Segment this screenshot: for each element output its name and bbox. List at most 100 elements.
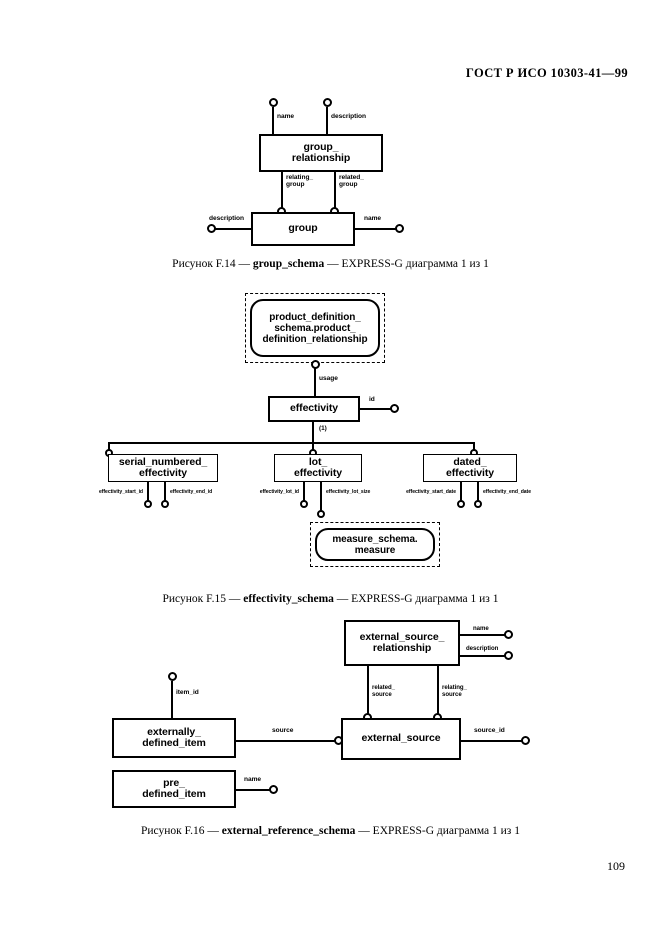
entity-dated-effectivity: dated_ effectivity bbox=[423, 454, 517, 482]
schema-reference-product-definition: product_definition_ schema.product_ defi… bbox=[245, 293, 385, 363]
edge-relating-source bbox=[437, 666, 440, 718]
entity-external-source: external_source bbox=[341, 718, 461, 760]
caption-suffix-f14: — EXPRESS-G диаграмма 1 из 1 bbox=[324, 258, 489, 270]
entity-label-lot-effectivity: lot_ effectivity bbox=[294, 455, 342, 479]
entity-lot-effectivity: lot_ effectivity bbox=[274, 454, 362, 482]
attribute-terminator-name bbox=[269, 98, 278, 107]
edge-effectivity-start-id bbox=[147, 482, 149, 502]
edge-source-id bbox=[459, 740, 525, 743]
attribute-label-source-id: source_id bbox=[474, 727, 505, 734]
caption-suffix-f16: — EXPRESS-G диаграмма 1 из 1 bbox=[355, 825, 520, 837]
caption-prefix-f14: Рисунок F.14 — bbox=[172, 258, 253, 270]
schema-reference-label-measure: measure_schema. measure bbox=[315, 528, 435, 561]
attribute-terminator-effectivity-end-id bbox=[161, 500, 169, 508]
entity-pre-defined-item: pre_ defined_item bbox=[112, 770, 236, 808]
attribute-label-usage: usage bbox=[319, 375, 338, 382]
edge-usage bbox=[314, 368, 317, 396]
attribute-terminator-group-name bbox=[395, 224, 404, 233]
attribute-label-item-id: item_id bbox=[176, 689, 199, 696]
entity-serial-numbered-effectivity: serial_numbered_ effectivity bbox=[108, 454, 218, 482]
subtype-count-label: (1) bbox=[319, 425, 327, 432]
attribute-terminator-lot-measure bbox=[317, 510, 325, 518]
edge-lot-measure bbox=[320, 500, 322, 512]
entity-effectivity: effectivity bbox=[268, 396, 360, 422]
edge-effectivity-end-date bbox=[477, 482, 479, 502]
edge-group-name bbox=[353, 228, 397, 231]
figure-f15-diagram: product_definition_ schema.product_ defi… bbox=[98, 293, 531, 567]
edge-relating-group bbox=[281, 172, 284, 211]
attribute-terminator-item-id bbox=[168, 672, 177, 681]
document-header: ГОСТ Р ИСО 10303-41—99 bbox=[465, 66, 628, 80]
page-number: 109 bbox=[607, 859, 625, 873]
edge-effectivity-id bbox=[358, 408, 392, 411]
figure-caption-f15: Рисунок F.15 — effectivity_schema — EXPR… bbox=[0, 593, 661, 605]
schema-reference-label-product-definition: product_definition_ schema.product_ defi… bbox=[250, 299, 380, 357]
entity-label-external-source-relationship: external_source_ relationship bbox=[359, 630, 445, 654]
caption-schema-f15: effectivity_schema bbox=[243, 593, 334, 605]
attribute-label-related-group: related_ group bbox=[339, 174, 364, 189]
caption-suffix-f15: — EXPRESS-G диаграмма 1 из 1 bbox=[333, 593, 499, 605]
attribute-label-group-description: description bbox=[209, 215, 244, 222]
caption-schema-f14: group_schema bbox=[252, 258, 325, 270]
attribute-label-effectivity-start-id: effectivity_start_id bbox=[98, 489, 143, 495]
edge-subtype-stem bbox=[312, 422, 315, 444]
entity-label-externally-defined-item: externally_ defined_item bbox=[142, 725, 206, 749]
entity-externally-defined-item: externally_ defined_item bbox=[112, 718, 236, 758]
figure-caption-f16: Рисунок F.16 — external_reference_schema… bbox=[0, 825, 661, 837]
figure-f14-diagram: name description group_ relationship rel… bbox=[0, 0, 661, 260]
attribute-label-effectivity-start-date: effectivity_start_date bbox=[406, 489, 456, 495]
attribute-terminator-pre-defined-name bbox=[269, 785, 278, 794]
edge-esr-name bbox=[458, 634, 506, 637]
attribute-terminator-source-id bbox=[521, 736, 530, 745]
entity-label-serial-numbered-effectivity: serial_numbered_ effectivity bbox=[118, 455, 208, 479]
attribute-label-effectivity-id: id bbox=[369, 396, 375, 403]
attribute-label-source: source bbox=[272, 727, 294, 734]
attribute-terminator-effectivity-id bbox=[390, 404, 399, 413]
edge-subtype-bar bbox=[108, 442, 475, 445]
edge-item-id bbox=[171, 681, 174, 718]
edge-pre-defined-name bbox=[235, 789, 273, 792]
attribute-terminator-effectivity-lot-id bbox=[300, 500, 308, 508]
edge-related-group bbox=[334, 172, 337, 211]
attribute-label-esr-description: description bbox=[466, 645, 499, 652]
edge-effectivity-lot-id bbox=[303, 482, 305, 502]
attribute-terminator-esr-description bbox=[504, 651, 513, 660]
entity-label-external-source: external_source bbox=[361, 732, 441, 745]
schema-reference-measure: measure_schema. measure bbox=[310, 522, 440, 567]
edge-subtype-serial bbox=[108, 442, 111, 454]
attribute-label-related-source: related_ source bbox=[372, 684, 395, 698]
entity-label-effectivity: effectivity bbox=[290, 402, 338, 415]
edge-effectivity-start-date bbox=[460, 482, 462, 502]
attribute-label-effectivity-end-id: effectivity_end_id bbox=[170, 489, 213, 495]
entity-group-relationship: group_ relationship bbox=[259, 134, 383, 172]
entity-label-pre-defined-item: pre_ defined_item bbox=[142, 776, 206, 800]
caption-schema-f16: external_reference_schema bbox=[221, 825, 356, 837]
edge-related-source bbox=[367, 666, 370, 718]
attribute-label-pre-defined-name: name bbox=[244, 776, 262, 783]
attribute-label-relating-group: relating_ group bbox=[286, 174, 314, 189]
entity-label-dated-effectivity: dated_ effectivity bbox=[446, 455, 494, 479]
attribute-label-effectivity-end-date: effectivity_end_date bbox=[483, 489, 531, 495]
caption-prefix-f15: Рисунок F.15 — bbox=[162, 593, 244, 605]
entity-label-group-relationship: group_ relationship bbox=[291, 140, 351, 164]
attribute-label-effectivity-lot-id: effectivity_lot_id bbox=[259, 489, 299, 495]
edge-description bbox=[326, 107, 329, 135]
attribute-label-relating-source: relating_ source bbox=[442, 684, 467, 698]
edge-name bbox=[272, 107, 275, 135]
attribute-label-name: name bbox=[277, 113, 295, 120]
edge-esr-description bbox=[458, 655, 506, 658]
edge-source bbox=[235, 740, 339, 743]
attribute-label-description: description bbox=[331, 113, 366, 120]
attribute-terminator-description bbox=[323, 98, 332, 107]
entity-external-source-relationship: external_source_ relationship bbox=[344, 620, 460, 666]
attribute-terminator-esr-name bbox=[504, 630, 513, 639]
figure-f16-diagram: external_source_ relationship name descr… bbox=[112, 620, 530, 808]
caption-prefix-f16: Рисунок F.16 — bbox=[141, 825, 222, 837]
attribute-terminator-effectivity-start-id bbox=[144, 500, 152, 508]
attribute-terminator-effectivity-start-date bbox=[457, 500, 465, 508]
edge-subtype-lot bbox=[312, 442, 315, 454]
edge-subtype-dated bbox=[473, 442, 476, 454]
edge-effectivity-lot-size bbox=[320, 482, 322, 502]
edge-group-description bbox=[214, 228, 253, 231]
